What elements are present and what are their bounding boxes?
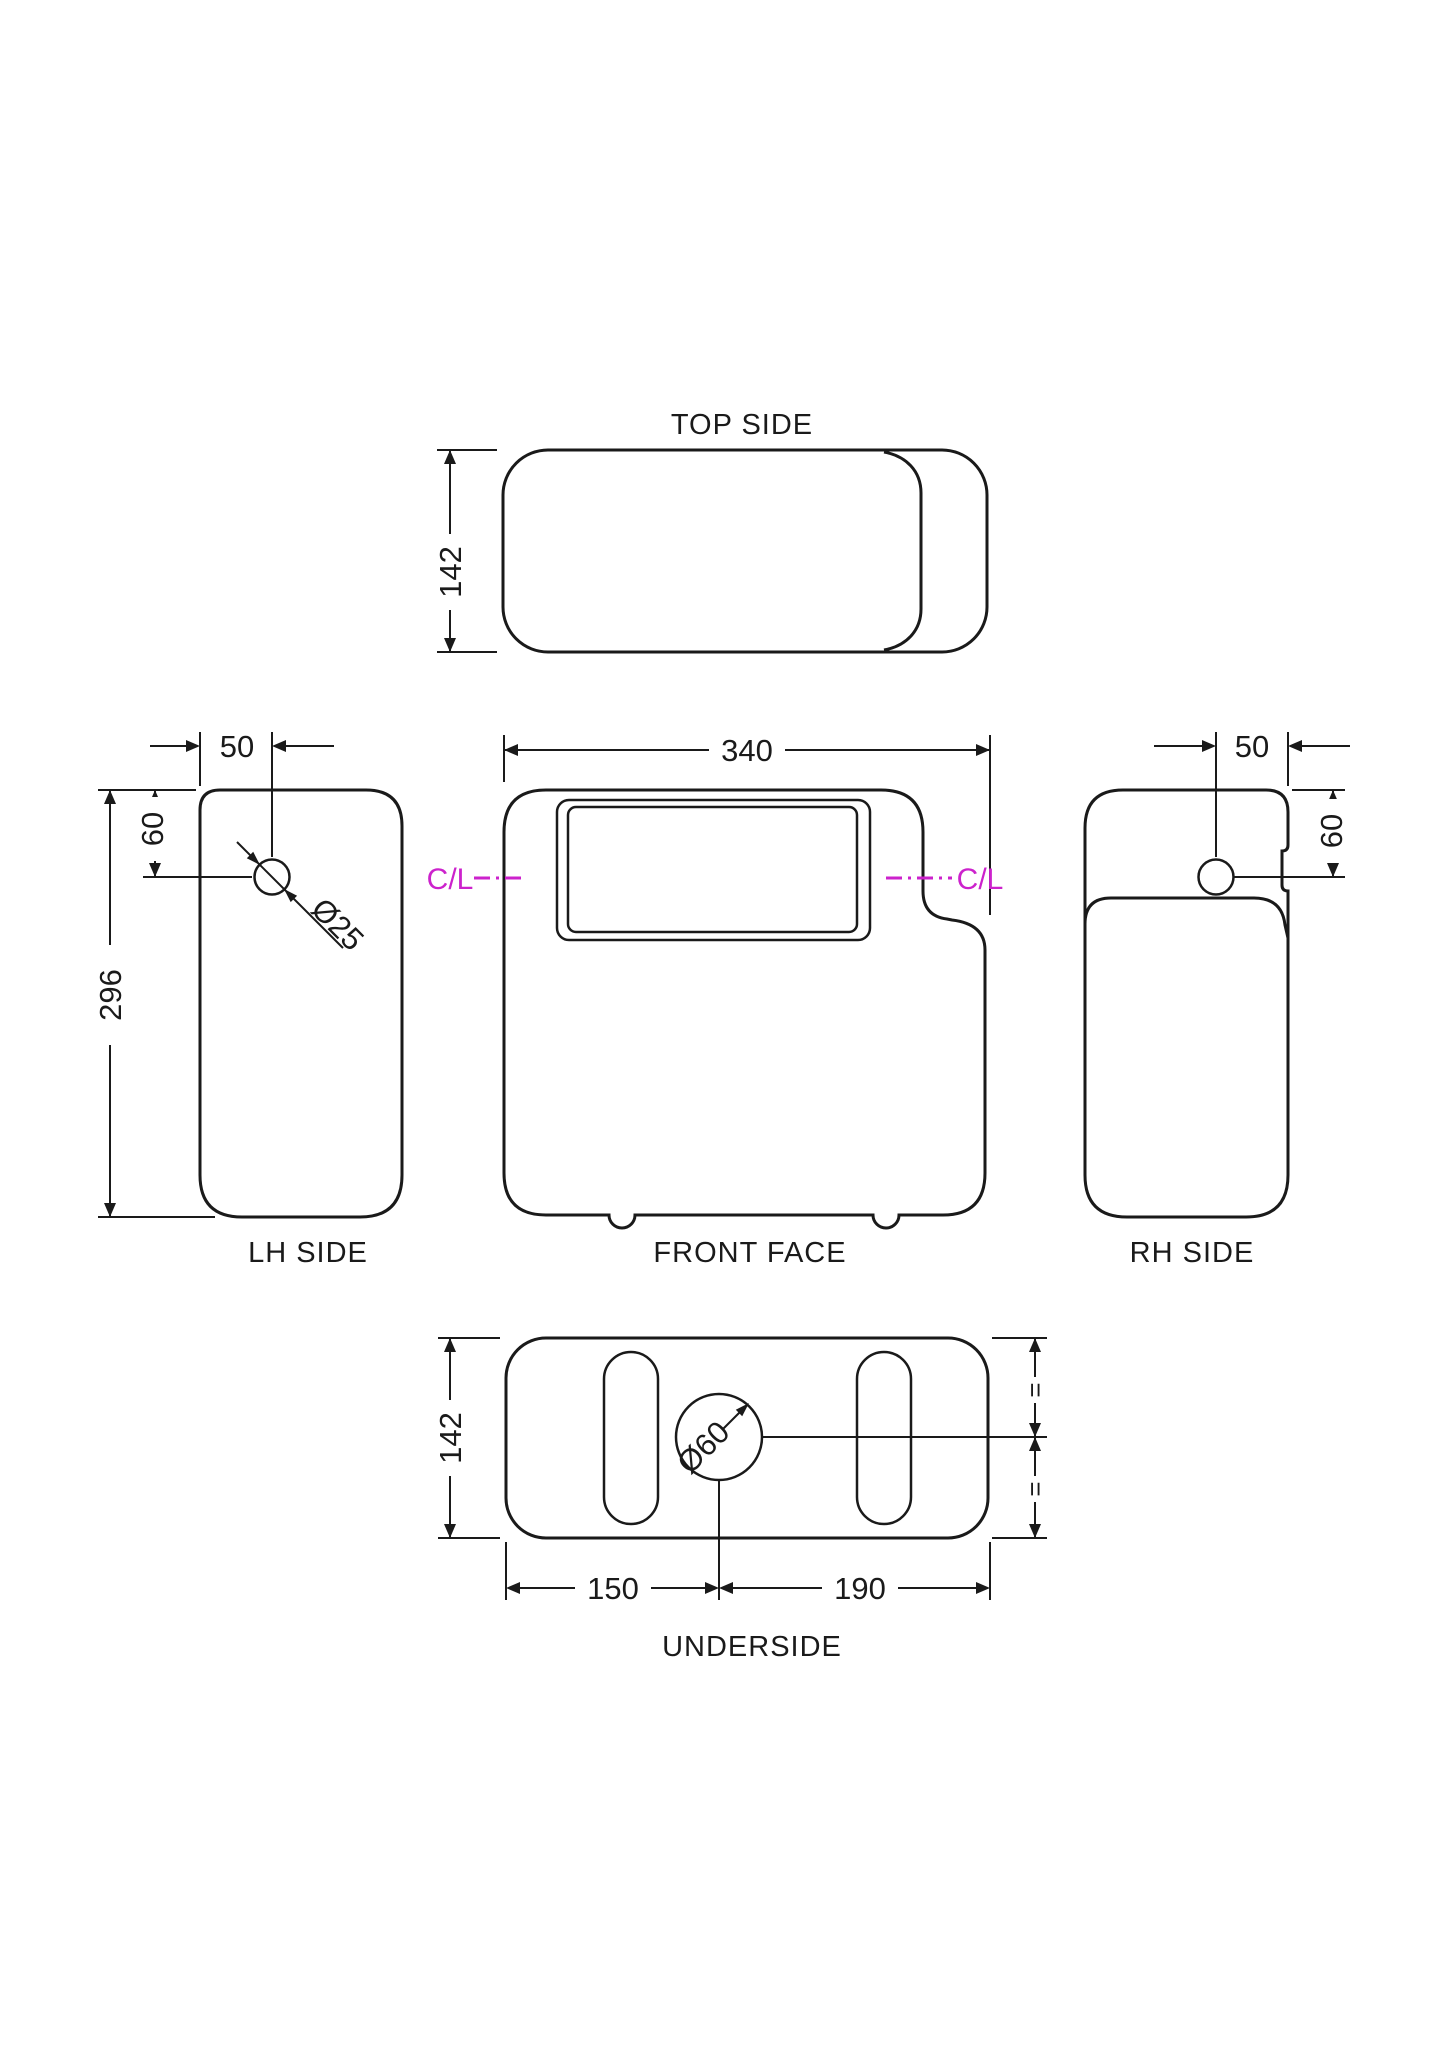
arrow-down-icon [444, 1524, 456, 1538]
top-view-label: TOP SIDE [671, 409, 813, 441]
rh-side-hole [1197, 858, 1235, 896]
rh-view-outline [1083, 788, 1290, 1219]
arrow-up-icon [444, 1338, 456, 1352]
arrow-left-icon [506, 1582, 520, 1594]
front-view-outline [502, 788, 987, 1230]
arrow-diagonal-icon [284, 889, 298, 903]
lh-view-label: LH SIDE [248, 1237, 368, 1269]
front-dim-340-text: 340 [721, 733, 773, 768]
front-dim-340-mask [709, 735, 785, 765]
arrow-left-icon [272, 740, 286, 752]
arrow-down-icon [149, 863, 161, 877]
lh-hole-dia-text: Ø25 [305, 891, 371, 957]
arrow-down-icon [1029, 1423, 1041, 1437]
under-dim-190-text: 190 [834, 1571, 886, 1606]
centerline-label-right: C/L [957, 863, 1004, 896]
rh-dim-50-text: 50 [1235, 729, 1269, 764]
front-recess-inner [566, 805, 859, 934]
arrow-left-icon [504, 744, 518, 756]
arrow-diagonal-icon [246, 851, 260, 865]
under-eq-bottom-text: = [1020, 1481, 1050, 1496]
mounting-slot-left [602, 1350, 660, 1526]
arrow-left-icon [1288, 740, 1302, 752]
rh-side-view: 50 60 RH SIDE [1083, 729, 1350, 1269]
centerline-label-left: C/L [427, 863, 474, 896]
top-view-lid-seam [883, 450, 923, 652]
lh-side-hole [253, 858, 291, 896]
arrow-down-icon [104, 1203, 116, 1217]
rh-dim-60: 60 [1314, 799, 1349, 863]
arrow-down-icon [444, 638, 456, 652]
under-dim-190-mask [822, 1573, 898, 1603]
arrow-down-icon [1029, 1524, 1041, 1538]
lh-side-view: Ø25 50 60 296 LH SIDE [93, 729, 404, 1269]
arrow-diagonal-icon [735, 1403, 749, 1417]
under-dim-150-mask [575, 1573, 651, 1603]
under-hole-leader [722, 1410, 742, 1430]
top-dim-142-text: 142 [433, 546, 468, 598]
underside-view: Ø60 142 = = [433, 1336, 1050, 1663]
arrow-down-icon [1327, 863, 1339, 877]
under-eq-top: = [1020, 1377, 1050, 1403]
front-view-label: FRONT FACE [653, 1237, 846, 1269]
arrow-up-icon [444, 450, 456, 464]
lh-hole-dia: Ø25 [305, 891, 371, 957]
rh-view-lid-seam [1083, 896, 1290, 939]
under-dim-142: 142 [433, 1400, 468, 1476]
rh-view-label: RH SIDE [1130, 1237, 1255, 1269]
under-dim-142-text: 142 [433, 1412, 468, 1464]
top-dim-142: 142 [433, 534, 468, 610]
lh-dim-60-text: 60 [135, 812, 170, 846]
lh-dim-296: 296 [93, 945, 128, 1045]
arrow-right-icon [1202, 740, 1216, 752]
arrow-up-icon [1029, 1437, 1041, 1451]
arrow-right-icon [976, 744, 990, 756]
under-view-label: UNDERSIDE [662, 1631, 842, 1663]
under-eq-top-text: = [1020, 1382, 1050, 1397]
arrow-left-icon [719, 1582, 733, 1594]
arrow-right-icon [705, 1582, 719, 1594]
lh-view-outline [198, 788, 404, 1219]
top-side-view: 142 TOP SIDE [433, 409, 989, 654]
under-eq-bottom: = [1020, 1476, 1050, 1502]
under-dim-150-text: 150 [587, 1571, 639, 1606]
arrow-right-icon [976, 1582, 990, 1594]
lh-dim-60: 60 [135, 797, 170, 861]
top-view-outline [501, 448, 989, 654]
arrow-up-icon [104, 790, 116, 804]
lh-dim-296-text: 296 [93, 969, 128, 1021]
front-recess-outer [555, 798, 872, 942]
arrow-up-icon [1029, 1338, 1041, 1352]
front-face-view: 340 C/L C/L FRONT FACE [427, 733, 1004, 1269]
lh-dim-50-text: 50 [220, 729, 254, 764]
rh-dim-60-text: 60 [1314, 814, 1349, 848]
arrow-right-icon [186, 740, 200, 752]
